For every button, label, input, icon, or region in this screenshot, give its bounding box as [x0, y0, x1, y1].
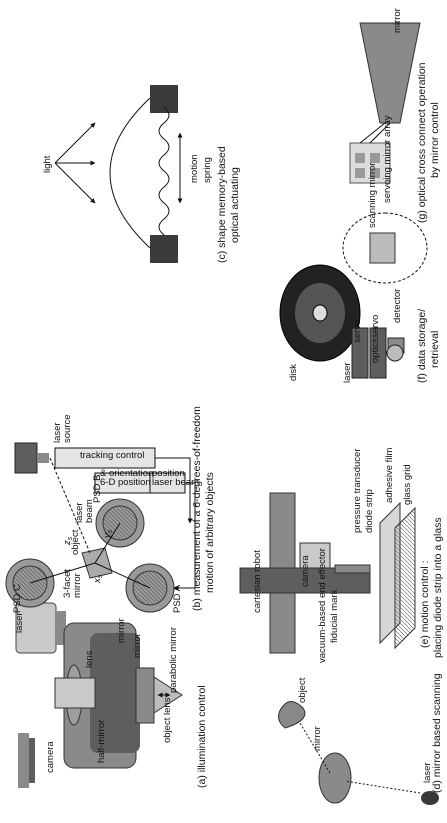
block-right: [150, 85, 178, 113]
glass-grid: [394, 506, 416, 650]
block-left: [150, 235, 178, 263]
caption-b-line2: motion of arbitrary objects: [204, 472, 216, 593]
label-laser-d: laser: [422, 762, 433, 783]
laser-source-b: [14, 442, 49, 474]
label-pose-line2: & orientation: [100, 468, 153, 479]
scanning-mirror-detail: [342, 212, 428, 284]
label-spring: spring: [202, 157, 213, 183]
label-laser-source-2: source: [62, 414, 73, 443]
half-mirror-block: [54, 677, 96, 709]
label-lens-a: lens: [84, 650, 95, 668]
label-adhesive-film: adhesive film: [384, 447, 395, 503]
label-mirror2-a: mirror: [132, 633, 143, 658]
label-laser-beam-1: laser: [74, 502, 85, 523]
label-ys: ys: [102, 529, 114, 539]
label-psd-c: PSD C: [12, 584, 23, 613]
label-scanning-mirror: scanning mirror: [367, 163, 378, 228]
optics-block: [369, 327, 387, 379]
caption-c-line1: (c) shape memory-based: [216, 146, 228, 263]
label-beam-line1: laser beam: [152, 477, 199, 488]
label-servoing-array: servoing mirror array: [382, 115, 393, 203]
panel-b-6dof-measurement: tracking control 6-D position & orientat…: [5, 406, 216, 613]
spring-coil: [158, 106, 170, 236]
label-facet-1: 3-facet: [62, 569, 73, 598]
label-vacuum-2: fiducial mark: [329, 589, 340, 643]
label-parabolic-mirror: parabolic mirror: [168, 627, 179, 693]
caption-b-line1: (b) measurement of a 6-degrees-of-freedo…: [191, 406, 203, 611]
scan-mirror-d: [318, 752, 352, 804]
label-laser-a: laser: [14, 612, 25, 633]
caption-e-line1: (e) motion control :: [419, 560, 431, 648]
label-mirror-d: mirror: [312, 726, 323, 751]
laser-d: [421, 791, 439, 805]
label-camera-a: camera: [45, 741, 56, 773]
label-servo-2: servo: [370, 315, 381, 338]
label-facet-2: mirror: [72, 573, 83, 598]
label-transducer-2: diode strip: [364, 489, 375, 533]
label-psd-b: PSD B: [92, 474, 103, 503]
label-optics: optics: [370, 338, 381, 363]
label-beam-line2: position: [152, 468, 185, 479]
label-laser-beam-2: beam: [84, 499, 95, 523]
label-object-lens: object lens: [162, 697, 173, 743]
label-zs: zs: [62, 536, 74, 546]
mirror-g: [359, 22, 421, 124]
panel-a-illumination-control: camera laser lens mirror mirror half-mir…: [14, 602, 208, 788]
panel-d-mirror-scanning: mirror object laser (d) mirror based sca…: [278, 673, 443, 805]
caption-g-line2: by mirror control: [429, 102, 441, 178]
caption-f-line2: retrieval: [429, 331, 441, 368]
label-cartesian-robot: cartesian robot: [252, 550, 263, 613]
label-laser-source-1: laser: [52, 422, 63, 443]
label-mirror-g: mirror: [392, 8, 403, 33]
label-vacuum-1: vacuum-based end effector: [317, 548, 328, 663]
label-detector: detector: [392, 289, 403, 323]
caption-a: (a) illumination control: [196, 685, 208, 788]
servo-block-1: [351, 327, 369, 379]
facet-mirror: [81, 547, 113, 579]
label-disk: disk: [288, 364, 299, 381]
label-motion: motion: [189, 154, 200, 183]
label-glass-grid: glass grid: [402, 464, 413, 505]
label-half-mirror: half-mirror: [96, 720, 107, 763]
panel-g-optical-cross-connect: mirror servoing mirror array scanning mi…: [342, 8, 441, 284]
object-d: [278, 701, 306, 729]
label-servo-1: servo: [352, 320, 363, 343]
laser-f: [386, 344, 404, 362]
caption-f-line1: (f) data storage/: [416, 309, 428, 383]
label-xs: xs: [92, 574, 104, 584]
panel-c-shape-memory: light motion spring (c) shape memory-bas…: [42, 85, 241, 263]
label-camera-e: camera: [300, 555, 311, 587]
label-tracking-control: tracking control: [80, 450, 144, 461]
caption-c-line2: optical actuating: [229, 167, 241, 243]
caption-d: (d) mirror based scanning: [431, 673, 443, 793]
panel-e-motion-control: cartesian robot camera vacuum-based end …: [239, 447, 444, 663]
label-pose-line1: 6-D position: [100, 477, 151, 488]
caption-e-line2: placing diode strip into a glass: [432, 517, 444, 658]
laser-device-a: [18, 733, 35, 788]
label-object-d: object: [297, 677, 308, 703]
support-arc: [109, 97, 151, 249]
servoing-mirror-array: [349, 142, 391, 184]
label-light: light: [42, 155, 53, 173]
label-mirror1-a: mirror: [116, 618, 127, 643]
label-transducer-1: pressure transducer: [352, 449, 363, 533]
label-object-b: object: [70, 529, 81, 555]
label-psd-a: PSD A: [172, 584, 183, 613]
panel-f-data-storage: servo optics servo detector disk laser (…: [279, 264, 441, 383]
caption-g-line1: (g) optical cross connect operation: [416, 62, 428, 223]
label-laser-f: laser: [342, 362, 353, 383]
